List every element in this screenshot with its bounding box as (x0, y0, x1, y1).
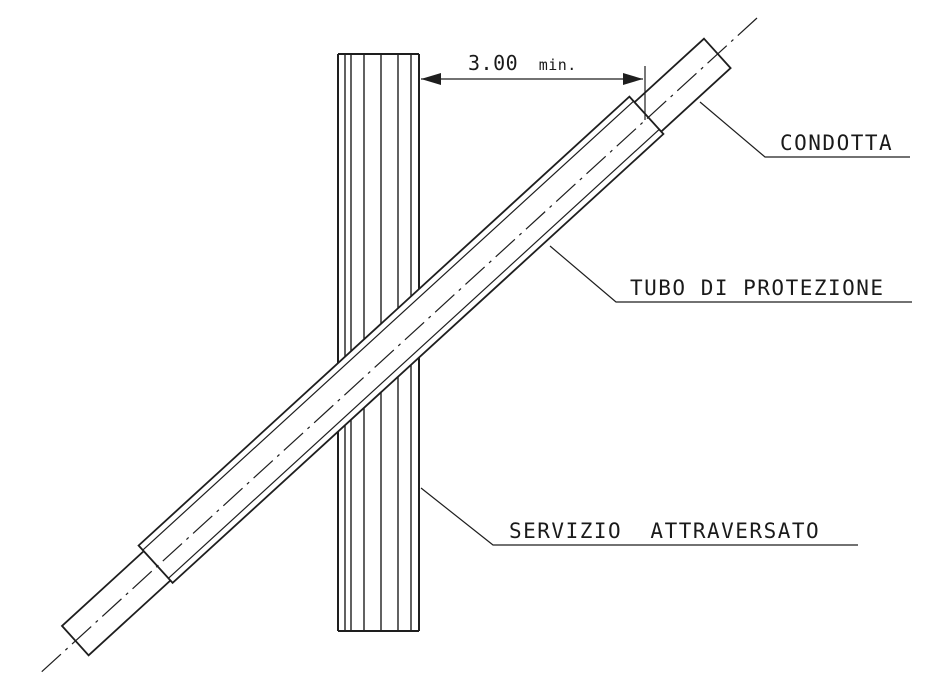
leader-condotta: CONDOTTA (699, 101, 910, 158)
protection-tube (137, 95, 665, 585)
dimension-value: 3.00 (468, 51, 518, 75)
pipe-centerline (37, 17, 758, 675)
leader-servizio-attraversato: SERVIZIO ATTRAVERSATO (420, 487, 858, 546)
label-condotta: CONDOTTA (780, 131, 893, 155)
dimension-min-distance: 3.00 min. (421, 51, 646, 120)
dimension-arrow-right (623, 73, 643, 85)
dimension-unit: min. (539, 56, 577, 74)
label-tubo-di-protezione: TUBO DI PROTEZIONE (630, 276, 885, 300)
svg-text:3.00 min.: 3.00 min. (468, 51, 577, 75)
dimension-arrow-left (421, 73, 441, 85)
leader-tubo-protezione: TUBO DI PROTEZIONE (549, 245, 912, 303)
label-servizio-attraversato: SERVIZIO ATTRAVERSATO (509, 519, 820, 543)
